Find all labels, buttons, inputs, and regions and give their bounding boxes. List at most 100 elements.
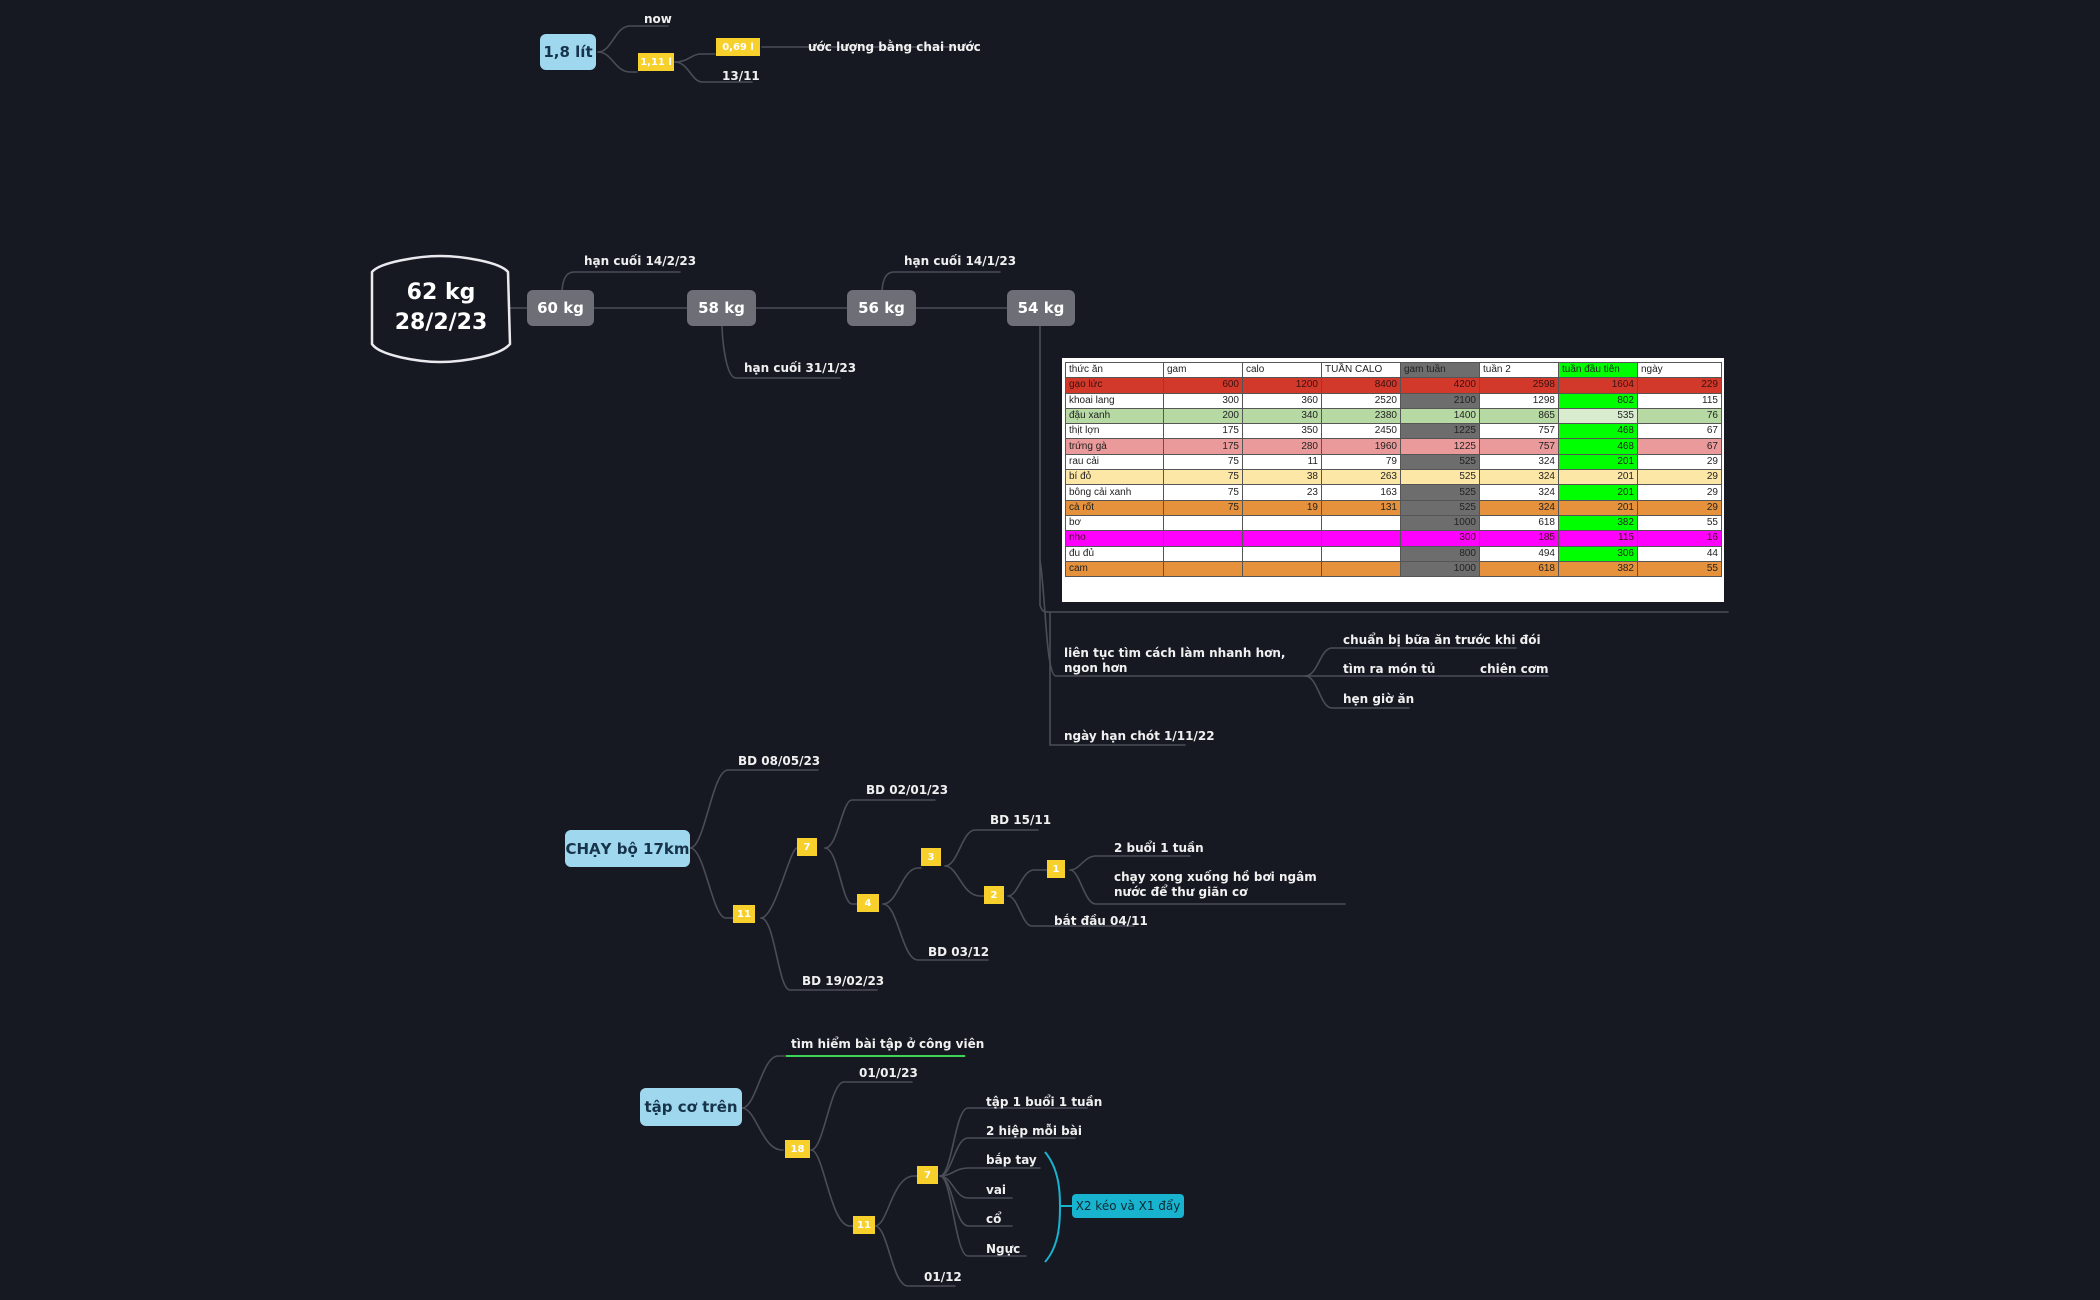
food-table-cell[interactable] <box>1163 560 1243 578</box>
food-table-cell[interactable]: 525 <box>1400 453 1480 471</box>
food-table-header-cell[interactable]: gam <box>1163 361 1243 379</box>
food-table-cell[interactable]: 115 <box>1637 392 1722 409</box>
food-table-cell[interactable]: 55 <box>1637 560 1722 578</box>
upper-badge-18[interactable]: 18 <box>785 1140 810 1158</box>
food-table-cell[interactable]: 229 <box>1637 377 1722 394</box>
upper-neck[interactable]: cổ <box>986 1212 1002 1226</box>
food-table-cell[interactable]: 1225 <box>1400 438 1480 455</box>
food-table-cell[interactable]: 535 <box>1558 407 1638 425</box>
upper-shoulder[interactable]: vai <box>986 1183 1007 1197</box>
running-bd-1902[interactable]: BD 19/02/23 <box>802 974 885 988</box>
food-table-cell[interactable]: 300 <box>1400 530 1480 547</box>
food-table-cell[interactable]: 55 <box>1637 514 1722 532</box>
food-table-cell[interactable]: 350 <box>1242 423 1322 440</box>
food-table-cell[interactable]: 11 <box>1242 453 1322 471</box>
food-table-cell[interactable]: 1298 <box>1479 392 1559 409</box>
running-bd-1511[interactable]: BD 15/11 <box>990 813 1052 827</box>
food-table-cell[interactable]: 468 <box>1558 423 1638 440</box>
food-table-cell[interactable]: 525 <box>1400 484 1480 501</box>
food-table-cell[interactable]: 2380 <box>1321 407 1401 425</box>
water-estimate-label[interactable]: ước lượng bằng chai nước <box>808 40 981 54</box>
weight-final-deadline[interactable]: ngày hạn chót 1/11/22 <box>1064 729 1215 743</box>
food-table-cell[interactable]: 300 <box>1163 392 1243 409</box>
weight-tip-fried-rice[interactable]: chiên cơm <box>1480 662 1549 676</box>
upper-date-0112[interactable]: 01/12 <box>924 1270 962 1284</box>
food-table-cell[interactable]: 618 <box>1479 514 1559 532</box>
food-table-cell[interactable]: 79 <box>1321 453 1401 471</box>
food-table-cell[interactable]: 865 <box>1479 407 1559 425</box>
food-table-cell[interactable]: 19 <box>1242 499 1322 516</box>
upper-park-exercises[interactable]: tìm hiểm bài tập ở công viên <box>791 1037 985 1051</box>
food-table-cell[interactable]: 44 <box>1637 545 1722 562</box>
food-table-cell[interactable]: 324 <box>1479 453 1559 471</box>
running-badge-11[interactable]: 11 <box>733 905 755 923</box>
weight-deadline-60[interactable]: hạn cuối 14/2/23 <box>584 254 697 268</box>
food-table-cell[interactable]: 67 <box>1637 423 1722 440</box>
weight-tip-meal-time[interactable]: hẹn giờ ăn <box>1343 692 1415 706</box>
weight-step-58[interactable]: 58 kg <box>687 290 756 326</box>
food-table-cell[interactable]: 175 <box>1163 438 1243 455</box>
food-table-cell[interactable]: rau cải <box>1065 453 1164 471</box>
food-table-cell[interactable] <box>1321 530 1401 547</box>
upper-biceps[interactable]: bắp tay <box>986 1153 1037 1167</box>
food-table-cell[interactable]: 75 <box>1163 499 1243 516</box>
food-table-cell[interactable]: 2450 <box>1321 423 1401 440</box>
food-table-cell[interactable]: 1604 <box>1558 377 1638 394</box>
upper-badge-11[interactable]: 11 <box>853 1216 875 1234</box>
food-table-cell[interactable]: cam <box>1065 560 1164 578</box>
food-table-cell[interactable]: 75 <box>1163 469 1243 486</box>
food-table-cell[interactable]: bí đỏ <box>1065 469 1164 486</box>
upper-pull-push-tag[interactable]: X2 kéo và X1 đẩy <box>1072 1194 1184 1218</box>
food-table-cell[interactable]: 382 <box>1558 514 1638 532</box>
food-table-cell[interactable]: cà rốt <box>1065 499 1164 516</box>
running-badge-1[interactable]: 1 <box>1047 860 1065 878</box>
running-badge-3[interactable]: 3 <box>921 848 941 866</box>
food-table-cell[interactable]: 340 <box>1242 407 1322 425</box>
weight-step-54[interactable]: 54 kg <box>1007 290 1075 326</box>
food-table-cell[interactable]: 8400 <box>1321 377 1401 394</box>
running-badge-7[interactable]: 7 <box>797 838 817 856</box>
food-table-cell[interactable]: 75 <box>1163 484 1243 501</box>
food-table-cell[interactable]: 67 <box>1637 438 1722 455</box>
food-table-cell[interactable] <box>1163 545 1243 562</box>
food-table-cell[interactable]: 201 <box>1558 469 1638 486</box>
weight-deadline-58[interactable]: hạn cuối 31/1/23 <box>744 361 857 375</box>
food-table-header-cell[interactable]: tuần đầu tiên <box>1558 361 1638 379</box>
food-table-cell[interactable]: 1200 <box>1242 377 1322 394</box>
weight-central-topic[interactable]: 62 kg 28/2/23 <box>372 278 510 338</box>
food-table-cell[interactable] <box>1321 514 1401 532</box>
running-root-node[interactable]: CHẠY bộ 17km <box>565 830 690 867</box>
food-table-cell[interactable]: 23 <box>1242 484 1322 501</box>
food-table-cell[interactable]: 29 <box>1637 499 1722 516</box>
food-table-cell[interactable]: 494 <box>1479 545 1559 562</box>
running-bd-0312[interactable]: BD 03/12 <box>928 945 990 959</box>
weight-step-56[interactable]: 56 kg <box>847 290 916 326</box>
upper-once-week[interactable]: tập 1 buổi 1 tuần <box>986 1095 1103 1109</box>
food-table-cell[interactable]: 2520 <box>1321 392 1401 409</box>
food-table-cell[interactable]: 201 <box>1558 484 1638 501</box>
food-table-cell[interactable]: 201 <box>1558 499 1638 516</box>
water-badge-b[interactable]: 0,69 l <box>716 38 760 56</box>
food-table-cell[interactable]: 306 <box>1558 545 1638 562</box>
food-table-cell[interactable]: nho <box>1065 530 1164 547</box>
food-table-cell[interactable]: 29 <box>1637 453 1722 471</box>
food-table-cell[interactable]: gạo lức <box>1065 377 1164 394</box>
upper-badge-7[interactable]: 7 <box>917 1166 938 1184</box>
food-table-header-cell[interactable]: gam tuần <box>1400 361 1480 379</box>
running-badge-4[interactable]: 4 <box>857 894 879 912</box>
food-table-cell[interactable] <box>1163 514 1243 532</box>
food-table-cell[interactable] <box>1242 560 1322 578</box>
weight-deadline-56[interactable]: hạn cuối 14/1/23 <box>904 254 1017 268</box>
food-table-cell[interactable] <box>1242 530 1322 547</box>
food-table-cell[interactable]: 263 <box>1321 469 1401 486</box>
food-table-cell[interactable]: 38 <box>1242 469 1322 486</box>
weight-tip-prepare-meal[interactable]: chuẩn bị bữa ăn trước khi đói <box>1343 633 1541 647</box>
food-table-cell[interactable]: 757 <box>1479 423 1559 440</box>
food-table-cell[interactable]: 4200 <box>1400 377 1480 394</box>
food-table-cell[interactable]: 2100 <box>1400 392 1480 409</box>
food-table-cell[interactable] <box>1321 545 1401 562</box>
food-table-cell[interactable]: bơ <box>1065 514 1164 532</box>
food-table-cell[interactable]: 382 <box>1558 560 1638 578</box>
food-table-cell[interactable]: 175 <box>1163 423 1243 440</box>
food-table-cell[interactable]: 757 <box>1479 438 1559 455</box>
